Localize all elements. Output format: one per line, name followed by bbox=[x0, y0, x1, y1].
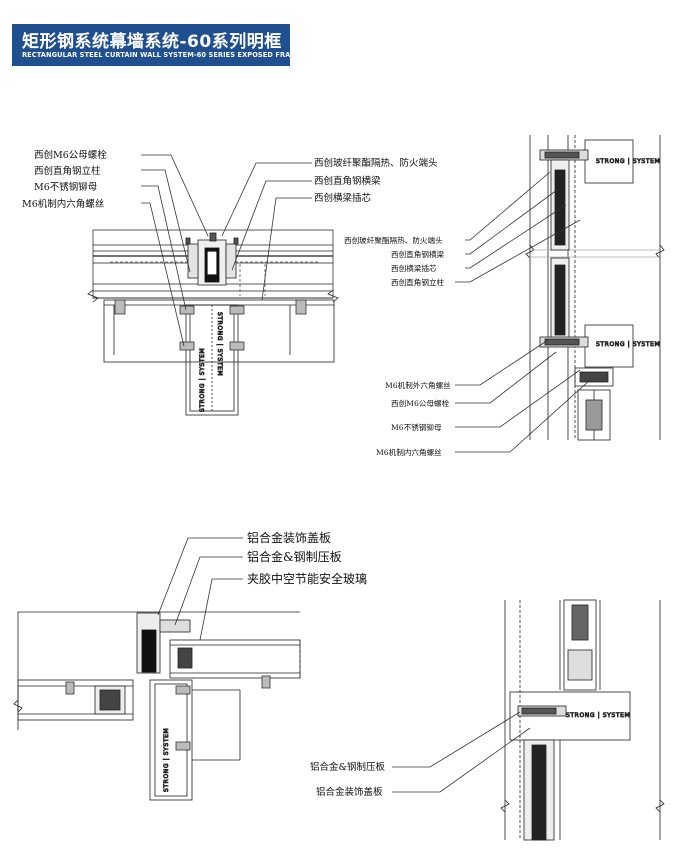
label2-transom-insert: 西创横梁插芯 bbox=[391, 263, 437, 273]
title-chinese: 矩形钢系统幕墙系统-60系列明框 bbox=[22, 32, 282, 52]
section-detail-2-labels: 西创玻纤聚酯隔热、防火端头 西创直角钢横梁 西创横梁插芯 西创直角钢立柱 M6机… bbox=[344, 235, 451, 457]
label-fire-end-cap: 西创玻纤聚酯隔热、防火端头 bbox=[314, 157, 438, 169]
label-hex-screw: M6机制内六角螺丝 bbox=[22, 198, 104, 210]
label-steel-mullion: 西创直角钢立柱 bbox=[34, 165, 101, 177]
label3-laminated-glass: 夹胶中空节能安全玻璃 bbox=[247, 571, 367, 586]
brand-watermark-vertical-2: STRONG | SYSTEM bbox=[216, 312, 223, 376]
brand-watermark-4: STRONG | SYSTEM bbox=[566, 712, 630, 719]
label2-steel-transom: 西创直角钢横梁 bbox=[391, 249, 445, 259]
section-detail-3: STRONG | SYSTEM bbox=[13, 537, 301, 801]
section-detail-2: STRONG | SYSTEM STRONG | SYSTEM bbox=[455, 135, 665, 453]
section-detail-1-labels: 西创M6公母螺栓 西创直角钢立柱 M6不锈钢铆母 M6机制内六角螺丝 西创玻纤聚… bbox=[22, 149, 438, 210]
label4-pressure-plate: 铝合金&钢制压板 bbox=[310, 761, 385, 773]
title-banner: 矩形钢系统幕墙系统-60系列明框 RECTANGULAR STEEL CURTA… bbox=[12, 24, 302, 66]
label2-fire-end-cap: 西创玻纤聚酯隔热、防火端头 bbox=[344, 235, 443, 245]
title-english: RECTANGULAR STEEL CURTAIN WALL SYSTEM-60… bbox=[22, 51, 302, 59]
section-detail-3-labels: 铝合金装饰盖板 铝合金&钢制压板 夹胶中空节能安全玻璃 bbox=[247, 530, 367, 586]
label-rivet-nut: M6不锈钢铆母 bbox=[34, 181, 97, 193]
label-transom-insert: 西创横梁插芯 bbox=[314, 192, 372, 204]
brand-watermark-2a: STRONG | SYSTEM bbox=[596, 158, 660, 165]
label2-external-hex-screw: M6机制外六角螺丝 bbox=[385, 380, 451, 390]
label-m6-bolt: 西创M6公母螺栓 bbox=[34, 149, 107, 161]
brand-watermark-3: STRONG | SYSTEM bbox=[163, 728, 170, 792]
label2-internal-hex-screw: M6机制内六角螺丝 bbox=[376, 447, 442, 457]
section-detail-1: STRONG | SYSTEM STRONG | SYSTEM bbox=[87, 154, 339, 416]
section-detail-4: STRONG | SYSTEM bbox=[392, 599, 665, 841]
label-steel-transom: 西创直角钢横梁 bbox=[314, 175, 381, 187]
label3-decorative-cover: 铝合金装饰盖板 bbox=[247, 530, 331, 545]
label2-m6-bolt: 西创M6公母螺栓 bbox=[391, 398, 450, 408]
label2-rivet-nut: M6不锈钢铆母 bbox=[391, 422, 442, 432]
brand-watermark-2b: STRONG | SYSTEM bbox=[596, 341, 660, 348]
label4-decorative-cover: 铝合金装饰盖板 bbox=[316, 786, 383, 798]
brand-watermark-vertical: STRONG | SYSTEM bbox=[199, 348, 206, 412]
label2-steel-mullion: 西创直角钢立柱 bbox=[391, 277, 445, 287]
section-detail-4-labels: 铝合金&钢制压板 铝合金装饰盖板 bbox=[310, 761, 385, 798]
label3-pressure-plate: 铝合金&钢制压板 bbox=[247, 549, 342, 564]
